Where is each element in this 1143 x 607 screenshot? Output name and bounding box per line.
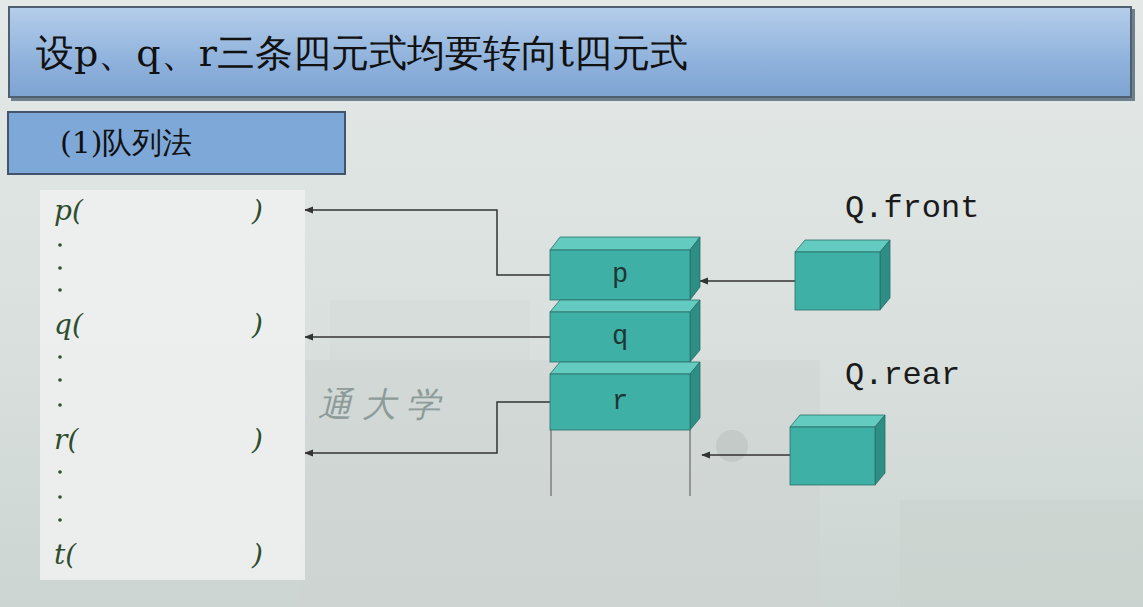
quad-code-text: t( xyxy=(54,538,76,571)
queue-cell: r xyxy=(550,374,700,430)
jump-arrow xyxy=(305,336,550,338)
cube-top xyxy=(550,300,700,312)
quad-code-text: ) xyxy=(252,538,263,571)
pointer-name: Q.rear xyxy=(845,357,960,394)
method-heading-box: (1)队列法 xyxy=(8,112,345,174)
queue-cell: q xyxy=(550,312,700,362)
cube-side xyxy=(690,237,700,300)
quad-code-text: ) xyxy=(252,194,263,227)
jump-arrow xyxy=(305,210,550,275)
cube-top xyxy=(550,237,700,250)
cube-top xyxy=(795,240,890,252)
ellipsis-dot xyxy=(58,518,62,522)
queue-cell: p xyxy=(550,250,700,300)
node-outline xyxy=(790,427,885,485)
quad-code-text: p( xyxy=(54,194,83,227)
cube-front xyxy=(550,250,690,300)
heading-fill xyxy=(8,112,345,174)
queue-slot-wall xyxy=(690,430,691,496)
cube-side xyxy=(690,362,700,430)
heading-text: (1)队列法 xyxy=(60,123,193,164)
cell-label: q xyxy=(550,312,690,362)
ellipsis-dot xyxy=(58,266,62,270)
queue-slot-wall xyxy=(551,430,552,496)
ellipsis-dot xyxy=(58,288,62,292)
pointer-name: Q.front xyxy=(845,190,979,227)
emblem-silhouette xyxy=(716,430,748,462)
cell-label: p xyxy=(550,250,690,300)
ellipsis-dot xyxy=(58,403,62,407)
ellipsis-dot xyxy=(58,355,62,359)
quad-code-text: ) xyxy=(252,423,263,456)
node-outline xyxy=(795,252,890,310)
quad-code-text: q( xyxy=(54,308,83,341)
slide-title: 设p、q、r三条四元式均要转向t四元式 xyxy=(36,28,688,79)
node-outline xyxy=(40,190,305,580)
cube-front xyxy=(790,427,875,485)
building-silhouette xyxy=(330,300,530,360)
ellipsis-dot xyxy=(58,470,62,474)
ellipsis-dot xyxy=(58,378,62,382)
quad-listing-panel: p() q() r() t() xyxy=(40,190,305,580)
cube-top xyxy=(550,362,700,374)
quad-code-text: r( xyxy=(54,423,78,456)
ellipsis-dot xyxy=(58,243,62,247)
title-band: 设p、q、r三条四元式均要转向t四元式 xyxy=(8,6,1132,98)
cube-front xyxy=(795,252,880,310)
panel-fill xyxy=(40,190,305,580)
pointer-box: Q.front xyxy=(795,252,890,310)
cube-top xyxy=(790,415,885,427)
cube-side xyxy=(875,415,885,485)
cube-front xyxy=(550,312,690,362)
pointer-box: Q.rear xyxy=(790,427,885,485)
cube-front xyxy=(550,374,690,430)
watermark-text: 通大学 xyxy=(318,382,450,428)
tree-silhouette xyxy=(900,500,1143,607)
ellipsis-dot xyxy=(58,495,62,499)
cell-label: r xyxy=(550,374,690,430)
gate-silhouette xyxy=(300,360,820,607)
cube-side xyxy=(690,300,700,362)
jump-arrow xyxy=(700,280,795,282)
quad-code-text: ) xyxy=(252,308,263,341)
cube-side xyxy=(880,240,890,310)
